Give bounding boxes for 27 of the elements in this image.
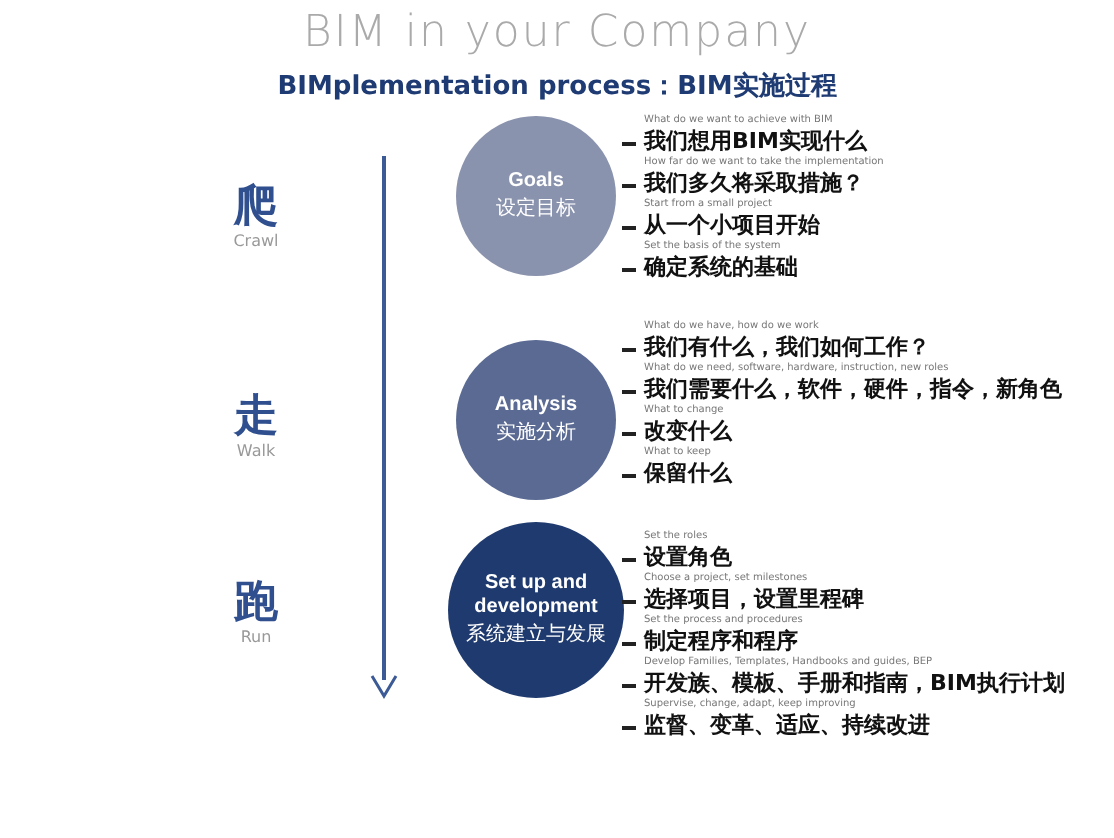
stage-character: 走 — [231, 390, 280, 443]
list-item: 制定程序和程序 — [644, 628, 798, 654]
list-item: 我们有什么，我们如何工作？ — [644, 334, 930, 360]
stage-subheading: 设定目标 — [496, 198, 576, 222]
stage-name: Run — [238, 628, 274, 646]
stage-heading: Set up and development — [472, 572, 600, 620]
list-item: 监督、变革、适应、持续改进 — [644, 712, 930, 738]
list-item: 我们想用BIM实现什么 — [644, 128, 867, 154]
stage-character: 跑 — [232, 576, 280, 630]
list-item: 从一个小项目开始 — [644, 212, 820, 238]
stage-name: Walk — [234, 442, 278, 460]
list-item: 我们多久将采取措施？ — [644, 170, 864, 196]
stage-character: 爬 — [231, 180, 280, 233]
stage-name: Crawl — [231, 232, 281, 250]
list-item: 改变什么 — [644, 418, 732, 444]
list-item: 保留什么 — [644, 460, 732, 486]
list-item: 选择项目，设置里程碑 — [644, 586, 864, 612]
list-item: 我们需要什么，软件，硬件，指令，新角色 — [644, 376, 1062, 402]
subtitle: BIMplementation process：BIM实施过程 — [275, 69, 839, 104]
list-item: 确定系统的基础 — [644, 254, 798, 280]
stage-heading: Analysis — [494, 394, 578, 418]
list-item: 设置角色 — [644, 544, 732, 570]
stage-heading: Goals — [508, 170, 564, 194]
list-item: 开发族、模板、手册和指南，BIM执行计划 — [644, 670, 1065, 696]
stage-subheading: 实施分析 — [496, 422, 576, 446]
stage-subheading: 系统建立与发展 — [466, 624, 606, 648]
title: BIM in your Company — [300, 8, 814, 58]
